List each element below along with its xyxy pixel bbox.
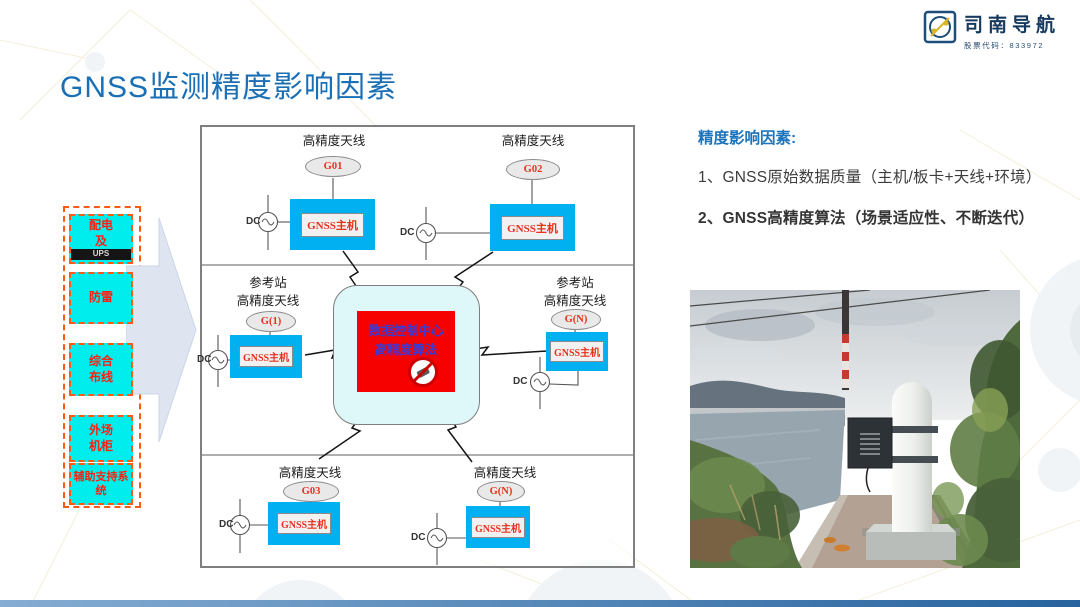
antenna-label: 高精度天线	[278, 466, 342, 480]
page-title: GNSS监测精度影响因素	[60, 71, 398, 104]
gnss-host-box: GNSS主机	[546, 332, 608, 371]
antenna-ellipse: G(N)	[551, 309, 601, 330]
stock-code: 股票代码：833972	[963, 41, 1045, 50]
antenna-label: 高精度天线	[236, 294, 300, 308]
sidebar-box-label: 辅助支持系	[73, 470, 129, 483]
data-center-line2: 高精度算法	[374, 342, 438, 357]
dc-label: DC	[400, 227, 415, 238]
antenna-label: 高精度天线	[473, 466, 537, 480]
dc-label: DC	[246, 216, 261, 227]
gnss-host-box: GNSS主机	[490, 204, 575, 251]
antenna-label: 高精度天线	[302, 134, 366, 148]
sidebar-box-cabinet: 外场机柜	[69, 415, 133, 462]
footer-bar	[0, 600, 1080, 607]
antenna-ellipse: G(N)	[477, 481, 525, 502]
gnss-host-box: GNSS主机	[290, 199, 375, 250]
diagram-wiring-lines	[200, 178, 635, 565]
data-center-line1: 数据控制中心	[368, 324, 444, 338]
gnss-host-label: GNSS主机	[470, 516, 526, 538]
gnss-host-label: GNSS主机	[238, 346, 294, 367]
prohibition-icon	[408, 357, 438, 387]
gnss-host-label: GNSS主机	[276, 513, 332, 534]
gnss-host-label: GNSS主机	[301, 212, 364, 237]
antenna-ellipse: G03	[283, 481, 339, 502]
gnss-host-label: GNSS主机	[501, 215, 564, 240]
antenna-ellipse: G01	[305, 156, 361, 177]
station-label: 参考站	[556, 276, 594, 290]
sidebar-box-lightning: 防雷	[69, 272, 133, 324]
station-label: 参考站	[249, 276, 287, 290]
flow-arrow	[126, 217, 197, 443]
data-center-box: 数据控制中心 高精度算法	[357, 311, 455, 392]
gnss-host-label: GNSS主机	[549, 341, 605, 362]
gnss-host-box: GNSS主机	[466, 506, 530, 548]
factor-item-2: 2、GNSS高精度算法（场景适应性、不断迭代）	[698, 210, 1035, 228]
antenna-label: 高精度天线	[501, 134, 565, 148]
antenna-ellipse: G(1)	[246, 311, 296, 332]
ups-tag: UPS	[71, 249, 131, 260]
gnss-host-box: GNSS主机	[268, 502, 340, 545]
factor-item-1: 1、GNSS原始数据质量（主机/板卡+天线+环境）	[698, 169, 1042, 186]
dc-label: DC	[219, 519, 234, 530]
ac-source-icon	[211, 218, 547, 542]
compass-icon	[923, 10, 957, 44]
sidebar-box-label: 配电	[88, 218, 113, 232]
sidebar-box-label: 防雷	[88, 290, 113, 305]
dc-label: DC	[513, 376, 528, 387]
sidebar-box-cabling: 综合布线	[69, 343, 133, 396]
gnss-host-box: GNSS主机	[230, 335, 302, 378]
dc-label: DC	[411, 532, 426, 543]
antenna-label: 高精度天线	[543, 294, 607, 308]
factors-panel: 精度影响因素: 1、GNSS原始数据质量（主机/板卡+天线+环境） 2、GNSS…	[698, 126, 1042, 249]
sidebar-box-label: 综合	[88, 353, 113, 368]
brand-name: 司南导航	[963, 15, 1060, 36]
dc-label: DC	[197, 354, 212, 365]
panel-heading: 精度影响因素:	[698, 130, 797, 147]
logo: 司南导航 股票代码：833972	[923, 10, 1060, 51]
station-photo	[690, 290, 1020, 568]
sidebar-box-support: 辅助支持系统	[69, 463, 133, 505]
antenna-ellipse: G02	[506, 159, 560, 180]
sidebar-box-label: 外场	[88, 422, 113, 437]
